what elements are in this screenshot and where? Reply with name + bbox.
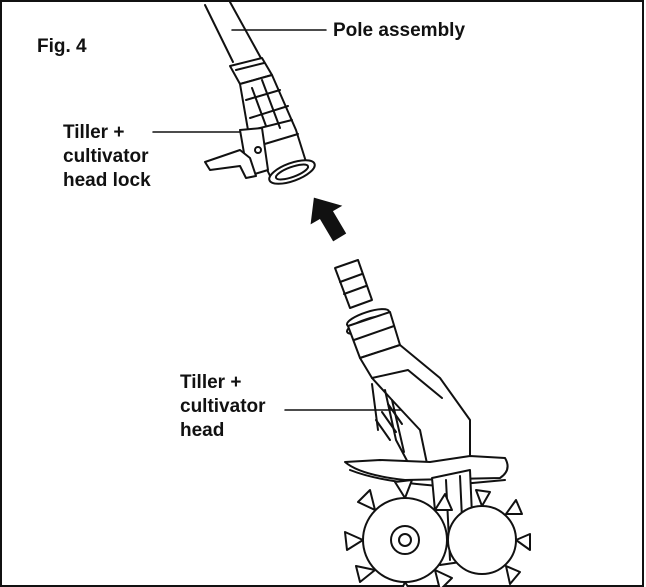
head-lock-label-line-3: head lock bbox=[63, 170, 151, 191]
head-label-line-2: cultivator bbox=[180, 396, 266, 417]
head-lock-label-line-1: Tiller + bbox=[63, 122, 125, 143]
tine-wheel-left bbox=[344, 479, 466, 587]
head-label: Tiller + cultivator head bbox=[180, 371, 266, 443]
head-label-line-3: head bbox=[180, 420, 225, 441]
arrow-up-icon bbox=[310, 197, 347, 242]
head-lock-label-line-2: cultivator bbox=[63, 146, 149, 167]
head-lock-label: Tiller + cultivator head lock bbox=[63, 121, 151, 193]
pole-assembly-label: Pole assembly bbox=[333, 20, 466, 41]
figure-label: Fig. 4 bbox=[37, 36, 87, 57]
tine-wheel-right bbox=[447, 489, 531, 585]
head-label-line-1: Tiller + bbox=[180, 372, 242, 393]
pole-assembly bbox=[204, 1, 316, 185]
